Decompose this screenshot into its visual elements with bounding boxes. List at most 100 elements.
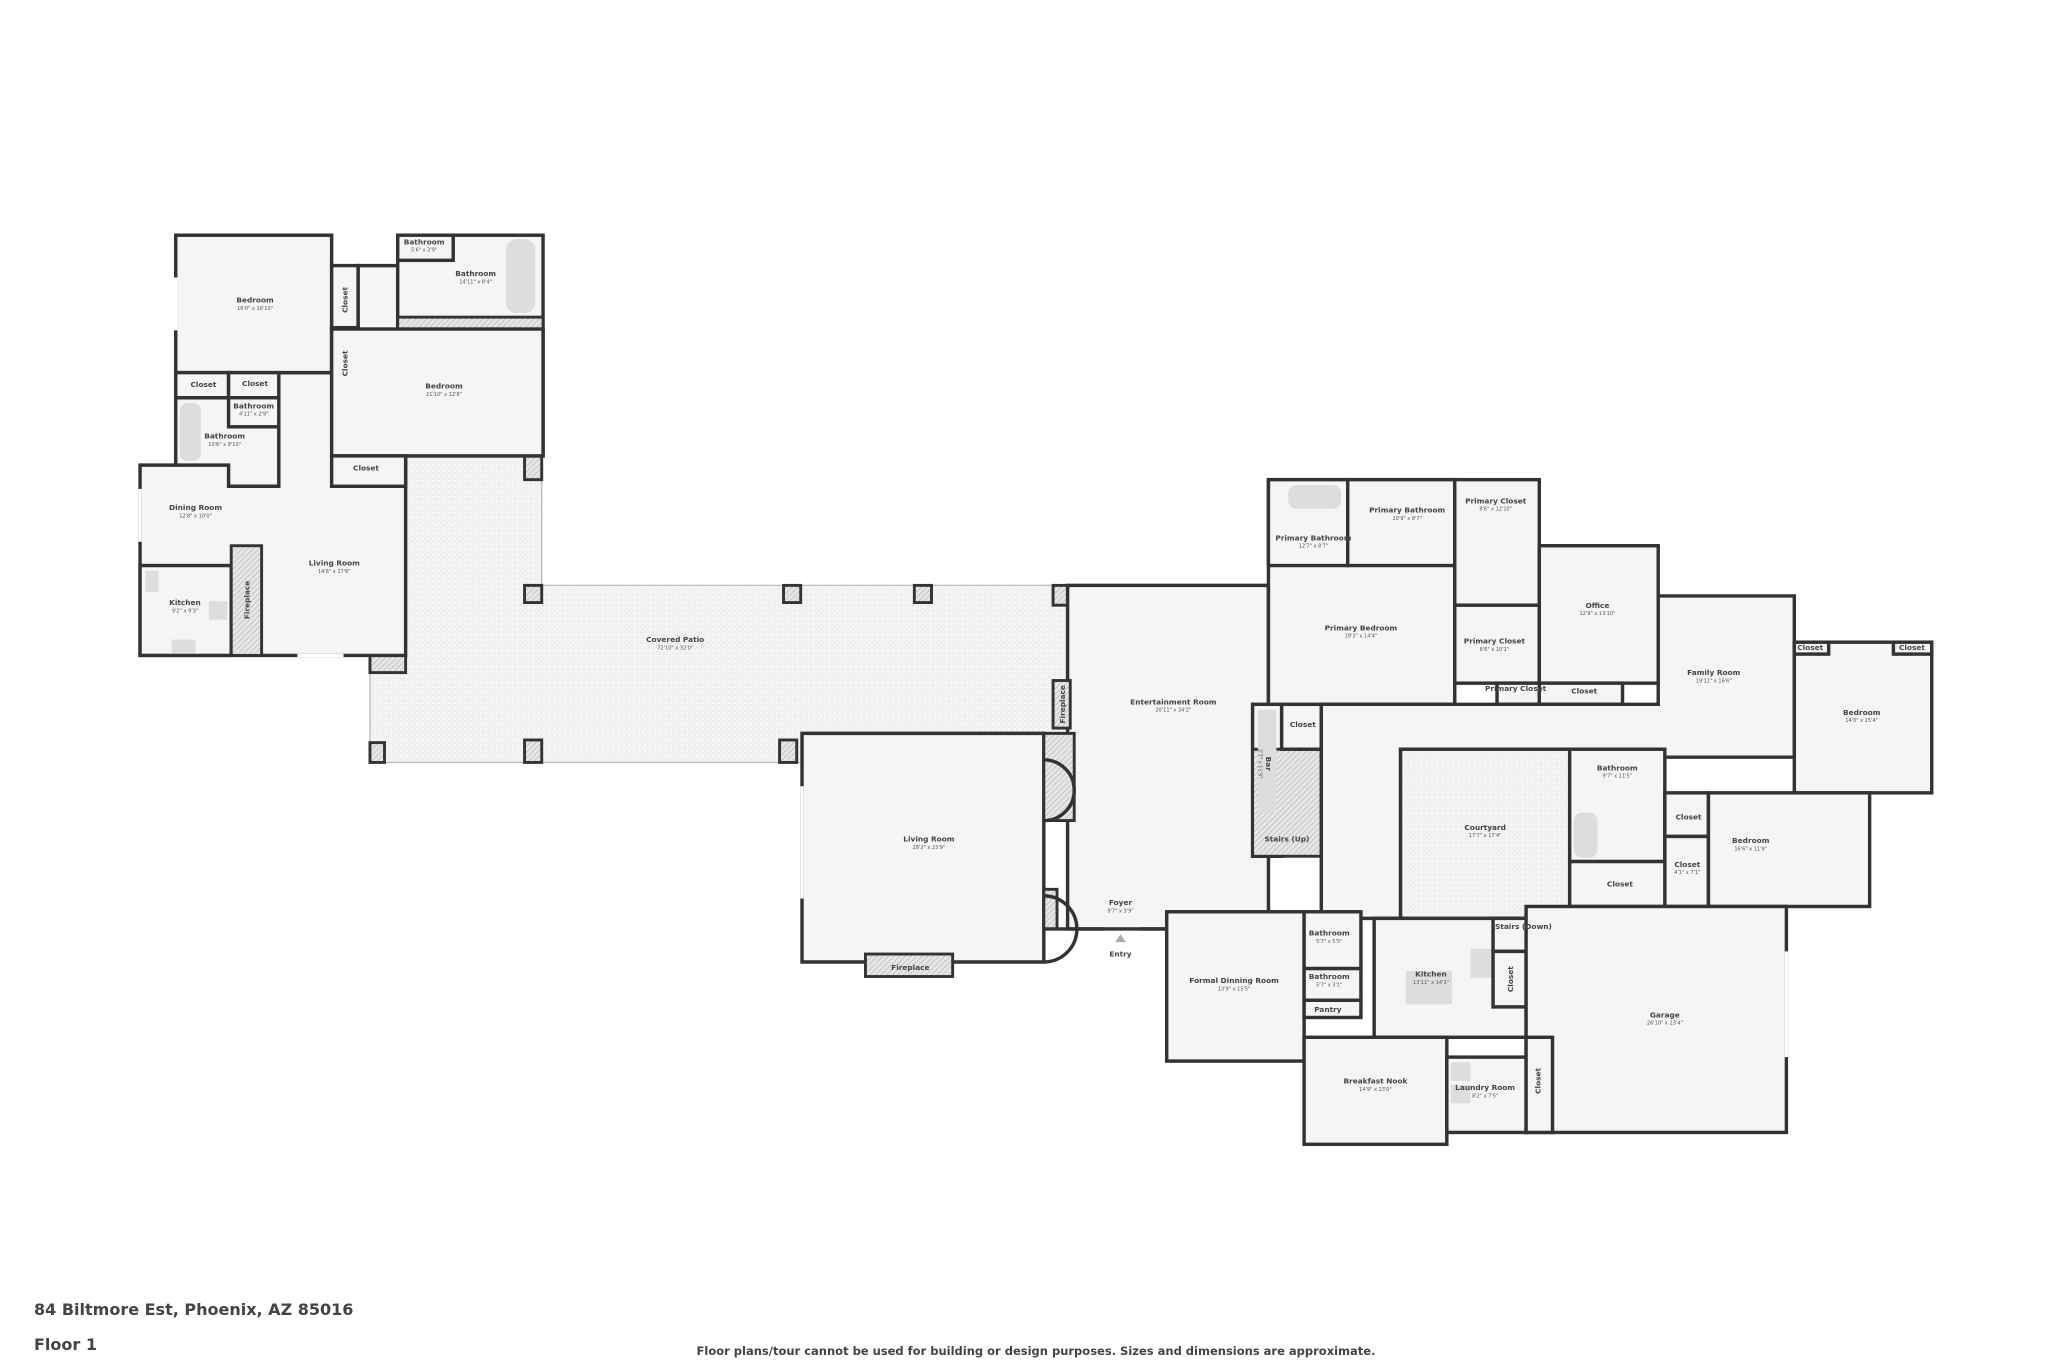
- room-label: Pantry: [1314, 1005, 1342, 1014]
- room-dimensions: 26'10" x 23'4": [1647, 1021, 1683, 1027]
- room-name: Living Room: [903, 835, 954, 844]
- room-label: Closet: [1571, 687, 1597, 696]
- room-name: Primary Bathroom: [1369, 506, 1445, 515]
- room-dimensions: 16'0" x 16'10": [237, 306, 273, 312]
- room-dimensions: 9'7" x 11'5": [1603, 774, 1632, 780]
- room-dimensions: 19'11" x 16'6": [1696, 678, 1732, 684]
- room-dimensions: 5'7" x 5'5": [1316, 939, 1342, 945]
- room-name: Bar: [1264, 757, 1273, 772]
- room-name: Formal Dinning Room: [1189, 976, 1279, 985]
- room-name: Kitchen: [1415, 970, 1447, 979]
- floor-label: Floor 1: [34, 1335, 97, 1354]
- room-dimensions: 16'6" x 11'9": [1734, 846, 1767, 852]
- left-wing: [138, 233, 545, 658]
- room-name: Family Room: [1687, 668, 1741, 677]
- room-name: Bedroom: [1732, 836, 1770, 845]
- room-label: Closet: [1607, 880, 1633, 889]
- room-name: Courtyard: [1464, 823, 1506, 832]
- room-label: Bathroom 5'6" x 2'9": [404, 237, 445, 253]
- room-name: Fireplace: [891, 963, 929, 972]
- room-name: Closet: [1290, 720, 1316, 729]
- room-label: Closet: [1899, 643, 1925, 652]
- room-label: Primary Closet 8'6" x 12'10": [1465, 496, 1527, 512]
- room-dimensions: 13'9" x 15'5": [1218, 986, 1251, 992]
- room-name: Bathroom: [455, 269, 496, 278]
- disclaimer: Floor plans/tour cannot be used for buil…: [696, 1344, 1376, 1358]
- room-name: Bedroom: [1843, 708, 1881, 717]
- room-name: Bathroom: [404, 237, 445, 246]
- room-label: Closet: [1676, 812, 1702, 821]
- room-dimensions: 12'8" x 10'0": [179, 513, 212, 519]
- room-label: Closet: [1797, 643, 1823, 652]
- room-name: Primary Closet: [1464, 637, 1526, 646]
- room-dimensions: 5'7" x 3'1": [1316, 982, 1342, 988]
- room-label: Bathroom 9'7" x 11'5": [1597, 763, 1638, 779]
- center-section: [800, 583, 1324, 978]
- room-dimensions: 19'3" x 14'4": [1345, 634, 1378, 640]
- room-name: Garage: [1650, 1010, 1680, 1019]
- room-name: Closet: [340, 287, 349, 313]
- room-label: Entertainment Room 20'11" x 34'2": [1130, 697, 1217, 713]
- room-dimensions: 20'11" x 34'2": [1155, 708, 1191, 714]
- room-dimensions: 5'6" x 2'9": [411, 248, 437, 254]
- room-dimensions: 12'7" x 8'7": [1299, 544, 1328, 550]
- room-label: Closet: [340, 287, 349, 313]
- room-name: Living Room: [309, 559, 360, 568]
- room-label: Fireplace: [891, 963, 929, 972]
- room-dimensions: 14'11" x 8'4": [459, 279, 492, 285]
- room-dimensions: 28'2" x 23'9": [913, 845, 946, 851]
- room-label: Primary Closet: [1485, 684, 1547, 693]
- room-dimensions: 14'0" x 15'4": [1845, 718, 1878, 724]
- room-label: Garage 26'10" x 23'4": [1647, 1010, 1683, 1026]
- patio-columns: [368, 454, 1070, 764]
- room-name: Stairs (Up): [1264, 835, 1309, 844]
- room-dimensions: 2'7" x 11'9": [1257, 749, 1263, 778]
- room-dimensions: 14'9" x 13'0": [1359, 1087, 1392, 1093]
- room-name: Closet: [1571, 687, 1597, 696]
- room-dimensions: 21'10" x 12'8": [426, 392, 462, 398]
- room-dimensions: 8'6" x 12'10": [1479, 507, 1512, 513]
- room-dimensions: 8'2" x 7'5": [1472, 1093, 1498, 1099]
- room-label: Stairs (Up): [1264, 835, 1309, 844]
- covered-patio-area: [369, 455, 1069, 764]
- room-name: Entertainment Room: [1130, 697, 1217, 706]
- room-name: Closet: [242, 379, 268, 388]
- room-name: Closet: [340, 350, 349, 376]
- room-name: Closet: [1899, 643, 1925, 652]
- room-name: Primary Closet: [1485, 684, 1547, 693]
- room-name: Closet: [191, 380, 217, 389]
- room-dimensions: 72'10" x 32'0": [657, 645, 693, 651]
- room-name: Pantry: [1314, 1005, 1342, 1014]
- room-name: Closet: [1676, 812, 1702, 821]
- room-label: Closet: [340, 350, 349, 376]
- room-name: Bedroom: [236, 296, 274, 305]
- room-name: Stairs (Down): [1495, 922, 1552, 931]
- room-name: Primary Closet: [1465, 496, 1527, 505]
- room-name: Entry: [1109, 950, 1131, 959]
- room-name: Closet: [353, 463, 379, 472]
- room-name: Bathroom: [1597, 763, 1638, 772]
- south-wing: [1164, 904, 1789, 1147]
- property-address: 84 Biltmore Est, Phoenix, AZ 85016: [34, 1300, 354, 1319]
- room-dimensions: 8'6" x 10'1": [1480, 647, 1509, 653]
